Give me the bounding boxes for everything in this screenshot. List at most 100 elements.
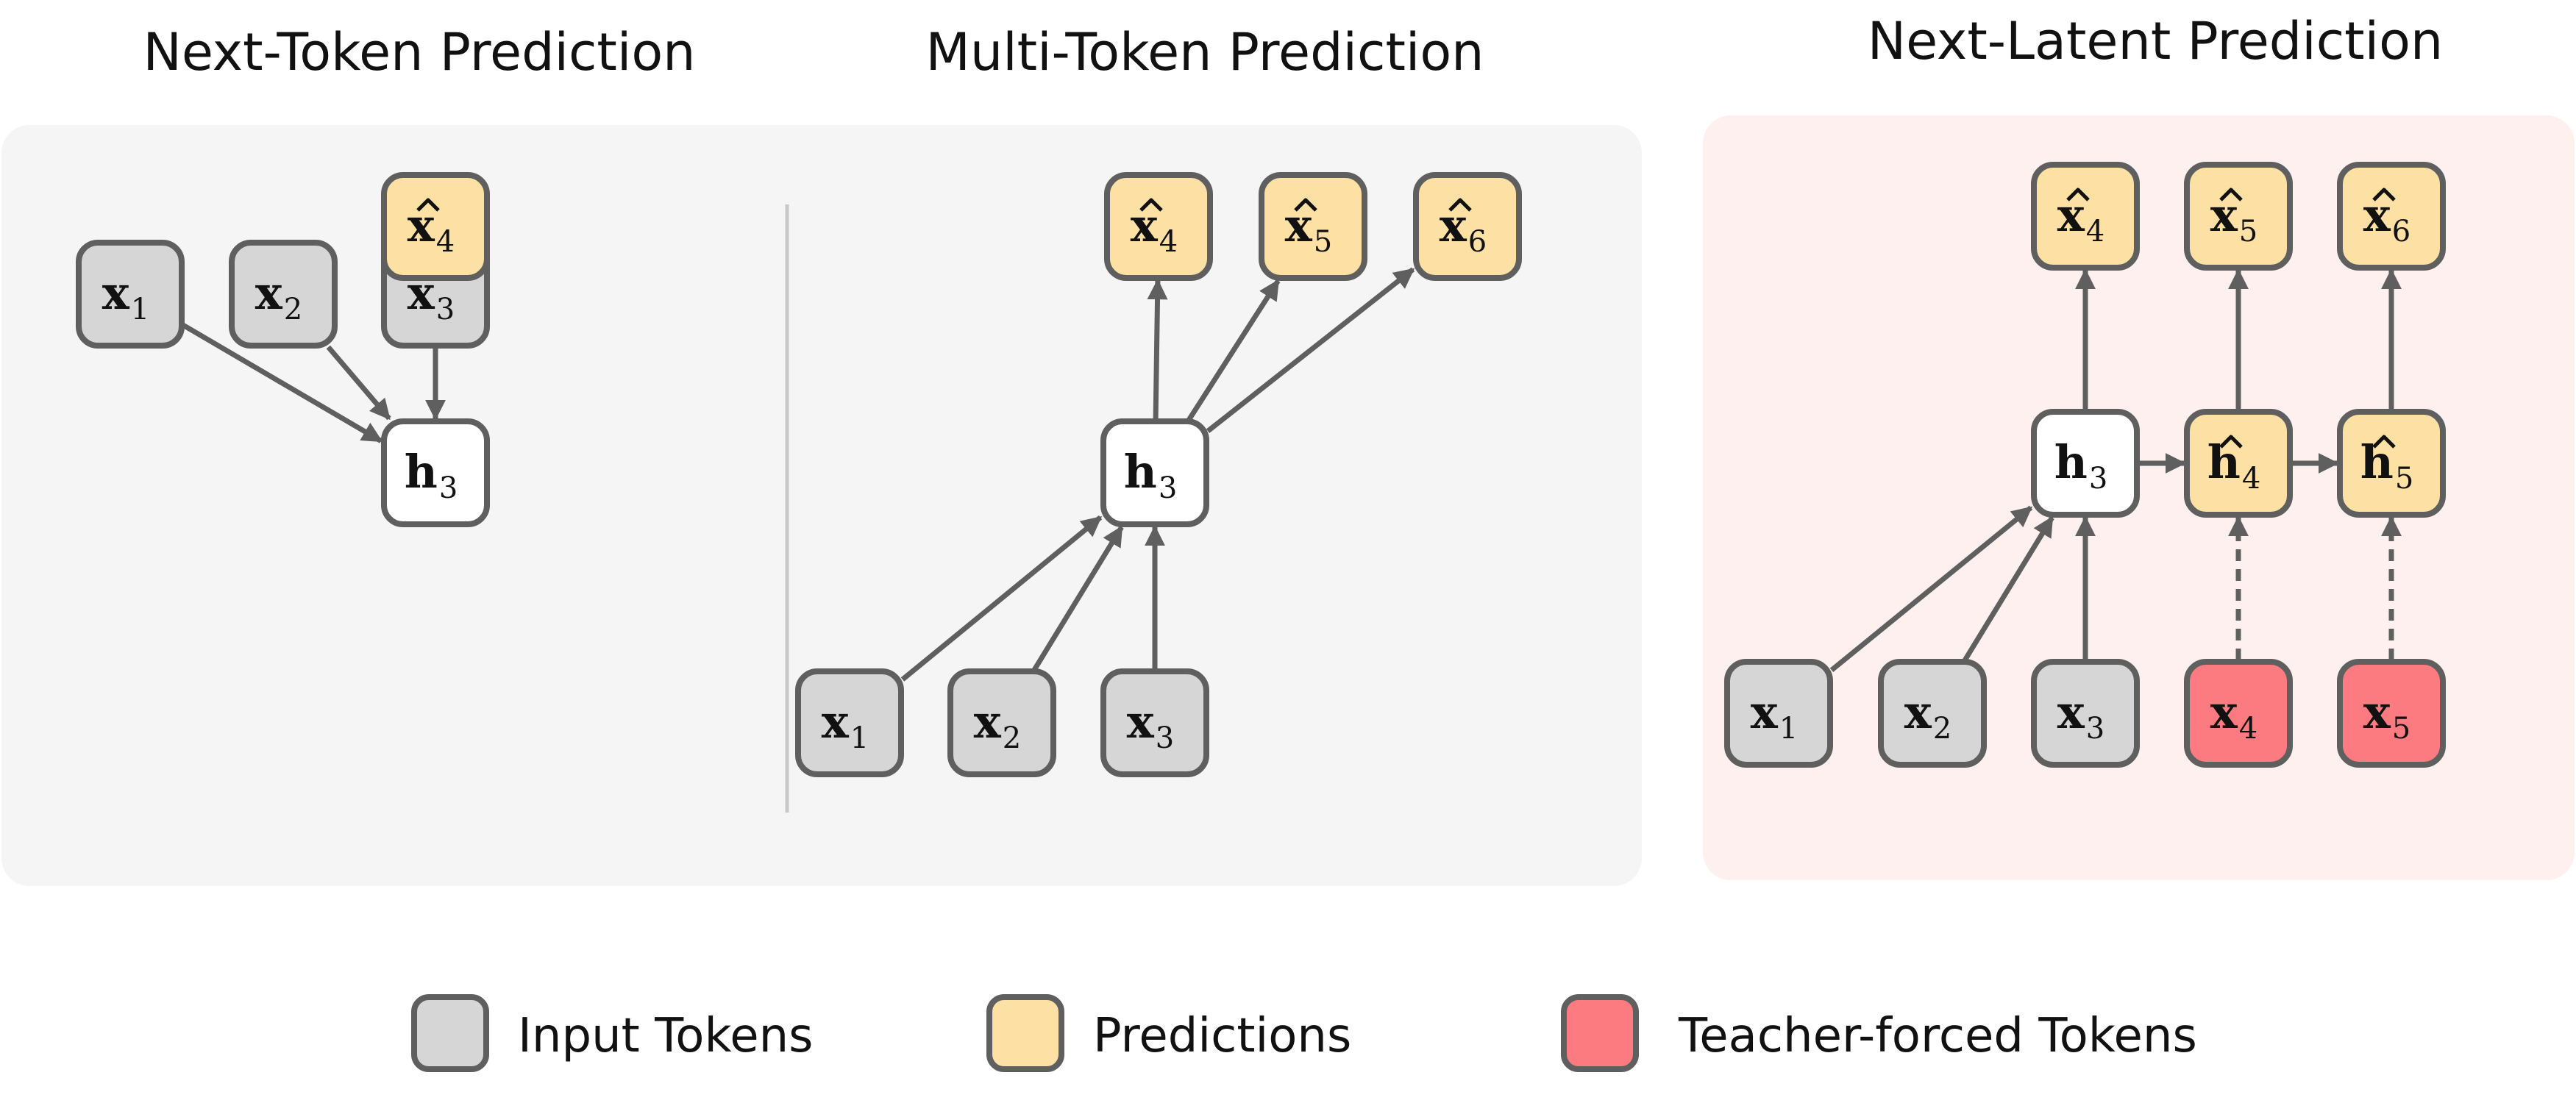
nlp-x3-subscript: 3	[2086, 712, 2104, 746]
ntp-x2-label: x2	[255, 266, 302, 326]
nlp-x1-box	[1724, 659, 1833, 768]
nlp-p6-box	[2337, 162, 2446, 271]
ntp-p4-subscript: 4	[436, 225, 455, 259]
ntp-h3-symbol: h	[405, 445, 438, 499]
nlp-p4-label: x4	[2057, 188, 2104, 249]
nlp-h3-box	[2031, 409, 2140, 518]
nlp-h4-subscript: 4	[2242, 462, 2260, 496]
nlp-x5-label: x5	[2363, 685, 2410, 746]
mtp-p6-hat-accent	[1448, 198, 1472, 212]
mtp-h3-subscript: 3	[1159, 471, 1177, 505]
nlp-h4-box	[2184, 409, 2293, 518]
edges-layer	[182, 267, 2402, 682]
mtp-x1-label: x1	[822, 695, 869, 755]
nlp-x5-subscript: 5	[2392, 712, 2410, 746]
mtp-p5-box	[1259, 172, 1367, 281]
mtp-x3-box	[1100, 668, 1209, 777]
nlp-x4-label: x4	[2210, 685, 2257, 746]
nlp-h3-subscript: 3	[2089, 462, 2107, 496]
mtp-x2-box	[947, 668, 1056, 777]
ntp-x2-subscript: 2	[284, 293, 302, 326]
mtp-x1-box	[795, 668, 904, 777]
mtp-p4-box	[1104, 172, 1213, 281]
mtp-p5-hat-accent	[1294, 198, 1317, 212]
nlp-h4-label: h4	[2207, 435, 2261, 496]
nlp-p4-subscript: 4	[2086, 215, 2104, 249]
ntp-h3-label: h3	[405, 445, 458, 505]
node-ntp-x1: x1	[76, 240, 185, 349]
mtp-x1-subscript: 1	[850, 721, 869, 755]
nlp-x5-symbol: x	[2363, 685, 2391, 739]
node-mtp-h3: h3	[1100, 418, 1209, 527]
mtp-h3-symbol: h	[1124, 445, 1157, 499]
legend: Input Tokens Predictions Teacher-forced …	[411, 994, 2197, 1072]
mtp-x2-label: x2	[974, 695, 1021, 755]
nlp-x1-symbol: x	[1751, 685, 1779, 739]
nlp-h3-label: h3	[2054, 435, 2108, 496]
node-nlp-x4: x4	[2184, 659, 2293, 768]
mtp-x3-label: x3	[1127, 695, 1174, 755]
mtp-p4-label: x4	[1131, 199, 1178, 259]
nlp-p5-subscript: 5	[2239, 215, 2257, 249]
node-nlp-p6: x6	[2337, 162, 2446, 271]
legend-swatch-input	[411, 994, 489, 1072]
edge-ntp-x2-to-ntp-h3	[326, 345, 391, 421]
mtp-h3-label: h3	[1124, 445, 1178, 505]
node-nlp-h4: h4	[2184, 409, 2293, 518]
ntp-x1-box	[76, 240, 185, 349]
title-multi-token-prediction: Multi-Token Prediction	[925, 22, 1484, 82]
nlp-p5-box	[2184, 162, 2293, 271]
node-mtp-p5: x5	[1259, 172, 1367, 281]
nlp-h5-hat-accent	[2372, 435, 2396, 449]
node-mtp-p4: x4	[1104, 172, 1213, 281]
node-nlp-x5: x5	[2337, 659, 2446, 768]
ntp-x2-box	[229, 240, 338, 349]
node-mtp-x3: x3	[1100, 668, 1209, 777]
title-next-token-prediction: Next-Token Prediction	[143, 22, 695, 82]
nlp-h5-label: h5	[2360, 435, 2414, 496]
node-nlp-h3: h3	[2031, 409, 2140, 518]
legend-label-input: Input Tokens	[518, 1009, 814, 1063]
legend-item-predictions: Predictions	[986, 994, 1351, 1072]
nlp-h3-symbol: h	[2054, 435, 2088, 489]
nlp-x1-subscript: 1	[1779, 712, 1798, 746]
mtp-h3-box	[1100, 418, 1209, 527]
nlp-x4-subscript: 4	[2239, 712, 2257, 746]
nlp-h5-box	[2337, 409, 2446, 518]
legend-label-predictions: Predictions	[1093, 1009, 1351, 1063]
ntp-x2-symbol: x	[255, 266, 283, 320]
ntp-x3-subscript: 3	[436, 293, 455, 326]
ntp-x1-subscript: 1	[131, 293, 149, 326]
mtp-p4-hat-accent	[1139, 198, 1163, 212]
legend-label-teacher-forced: Teacher-forced Tokens	[1678, 1009, 2197, 1063]
node-nlp-x2: x2	[1878, 659, 1987, 768]
mtp-x3-subscript: 3	[1156, 721, 1174, 755]
nlp-x2-label: x2	[1904, 685, 1951, 746]
nlp-h4-hat-accent	[2219, 435, 2243, 449]
nlp-p6-subscript: 6	[2392, 215, 2410, 249]
ntp-h3-box	[381, 418, 490, 527]
edge-mtp-x2-to-mtp-h3	[1032, 525, 1124, 671]
mtp-p5-subscript: 5	[1314, 225, 1332, 259]
mtp-p6-subscript: 6	[1468, 225, 1487, 259]
nlp-x2-box	[1878, 659, 1987, 768]
edge-nlp-x1-to-nlp-h3	[1829, 505, 2033, 673]
mtp-x2-subscript: 2	[1003, 721, 1021, 755]
nlp-h5-subscript: 5	[2395, 462, 2413, 496]
nlp-x3-label: x3	[2057, 685, 2104, 746]
node-mtp-x1: x1	[795, 668, 904, 777]
legend-swatch-teacher-forced	[1561, 994, 1639, 1072]
edge-mtp-x1-to-mtp-h3	[900, 515, 1103, 682]
node-mtp-x2: x2	[947, 668, 1056, 777]
nlp-p6-hat-accent	[2372, 188, 2396, 201]
node-ntp-h3: h3	[381, 418, 490, 527]
nlp-p4-hat-accent	[2066, 188, 2090, 201]
ntp-x1-symbol: x	[102, 266, 130, 320]
legend-swatch-predictions	[986, 994, 1064, 1072]
node-nlp-h5: h5	[2337, 409, 2446, 518]
node-ntp-p4: x4	[381, 172, 490, 281]
mtp-p4-subscript: 4	[1159, 225, 1178, 259]
nlp-p6-label: x6	[2363, 188, 2410, 249]
nlp-x2-subscript: 2	[1933, 712, 1951, 746]
